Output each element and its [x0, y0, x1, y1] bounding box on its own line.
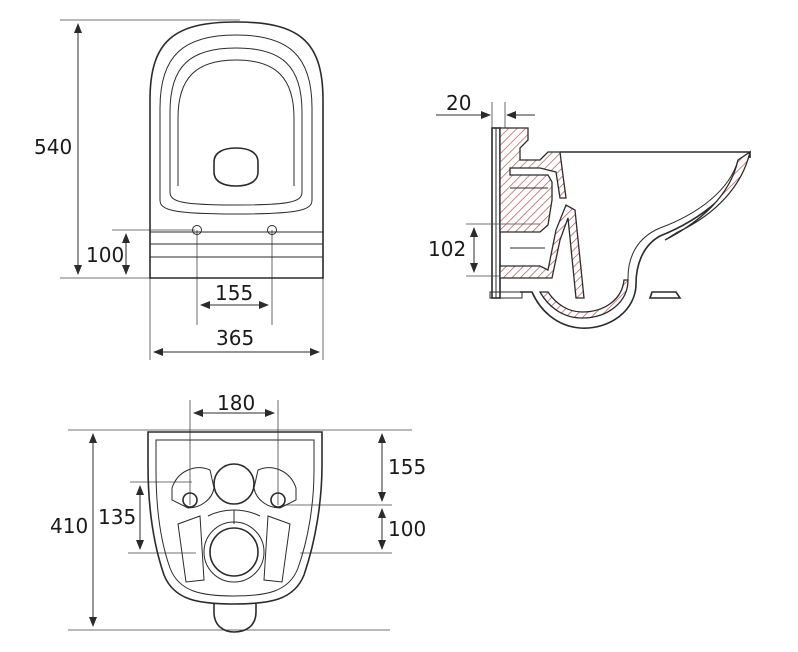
section-bowl-bottom [538, 279, 629, 319]
front-outlet-ring [203, 521, 265, 583]
front-bolt-hole-left [192, 225, 202, 235]
front-bolt-hole-right [267, 225, 277, 235]
dim-label-width: 365 [216, 326, 254, 350]
section-outlet-wall [499, 204, 585, 299]
front-body-outline [149, 21, 324, 279]
bottom-view: 180 410 135 155 100 [50, 391, 426, 633]
dim-label-bolt-spacing: 155 [215, 281, 253, 305]
section-rear-inlet [499, 127, 567, 233]
dim-label-depth: 410 [50, 514, 88, 538]
bolt-hole-left [182, 492, 198, 508]
wall-foot [489, 291, 523, 299]
dim-label-wall-offset: 20 [446, 91, 471, 115]
dim-label-height: 540 [34, 135, 72, 159]
side-view: 20 102 [428, 91, 752, 329]
front-rim-outline [159, 34, 313, 215]
front-bowl-outline [169, 47, 303, 206]
bolt-pad-right [253, 467, 297, 509]
dim-label-bolt-to-front: 100 [388, 517, 426, 541]
dim-label-fixing-height: 100 [86, 243, 124, 267]
front-inner-outline [177, 59, 295, 186]
section-bowl-rim [664, 150, 752, 241]
front-outlet-opening [213, 147, 259, 187]
dim-label-bolt-to-wall: 135 [98, 505, 136, 529]
bottom-body-outline [147, 431, 323, 605]
dim-label-inlet-height: 102 [428, 237, 466, 261]
side-foot [648, 291, 682, 299]
dim-label-bolt-spacing: 180 [217, 391, 255, 415]
front-outlet-circle [209, 527, 259, 577]
bolt-pad-left [171, 467, 215, 509]
bottom-rim-outline [155, 439, 315, 597]
bottom-front-lip [213, 604, 257, 633]
bolt-hole-right [270, 492, 286, 508]
front-view: 540 100 155 365 [34, 19, 324, 360]
rib-left [177, 515, 205, 583]
rear-outlet-circle [213, 463, 255, 505]
rib-right [263, 515, 291, 583]
dim-label-rear-to-bolt: 155 [388, 455, 426, 479]
